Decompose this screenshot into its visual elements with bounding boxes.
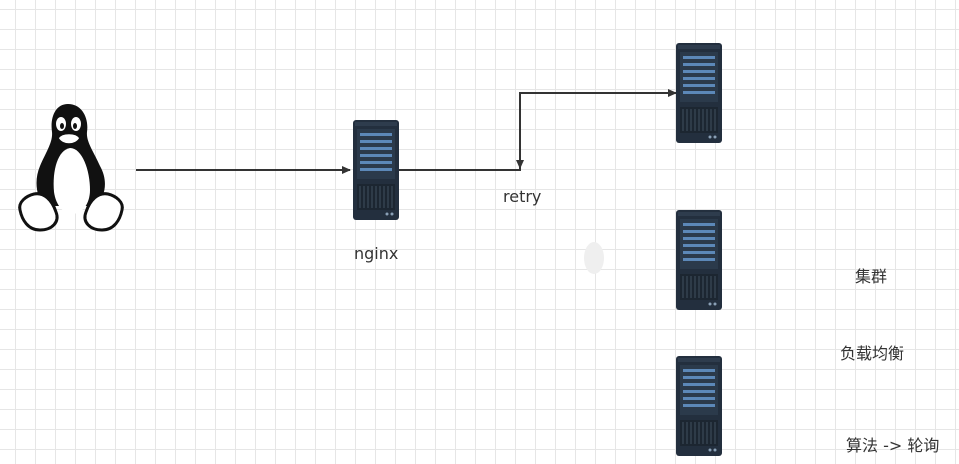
nginx-label: nginx — [354, 244, 399, 263]
backend-server-2-icon — [675, 209, 723, 311]
backend-server-1-icon — [675, 42, 723, 144]
nginx-server-icon — [352, 119, 400, 221]
load-balance-label: 负载均衡 — [840, 344, 905, 363]
backend-server-3-icon — [675, 355, 723, 457]
cluster-label: 集群 — [855, 267, 888, 286]
cursor-smudge — [584, 242, 604, 274]
retry-label: retry — [503, 187, 542, 206]
algorithm-label: 算法 -> 轮询 — [846, 436, 940, 455]
linux-penguin-icon — [18, 104, 124, 232]
nginx-to-backend-retry-connector — [399, 89, 677, 171]
